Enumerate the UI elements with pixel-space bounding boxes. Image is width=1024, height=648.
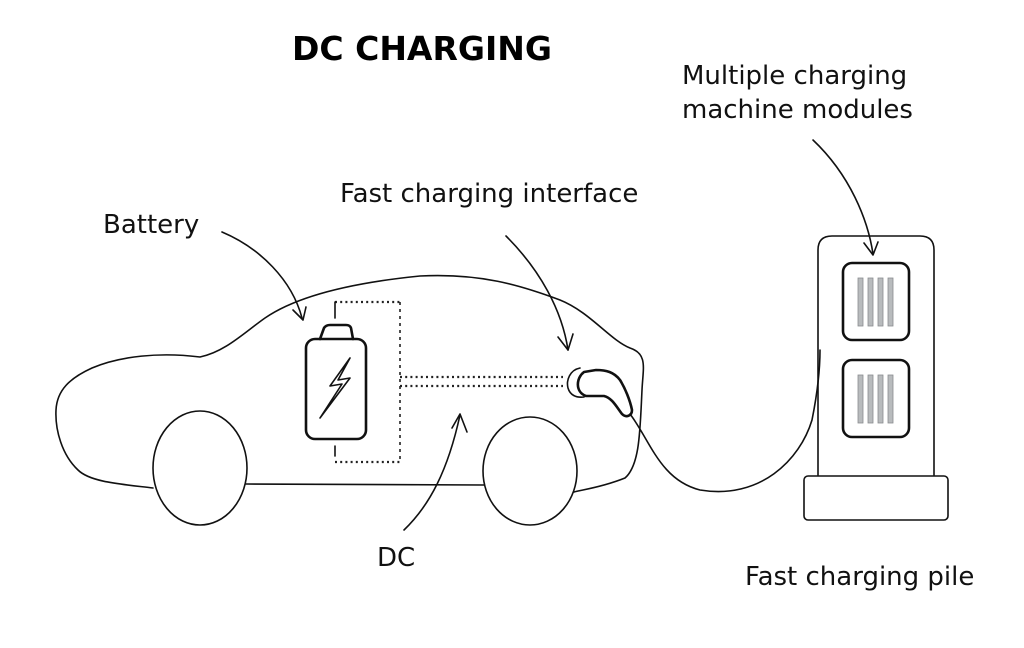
dc-arrow [403, 413, 468, 531]
car-outline-icon [55, 274, 645, 526]
modules-arrow [812, 139, 879, 256]
charging-plug-icon [566, 367, 634, 418]
battery-body [304, 337, 368, 441]
arrow-line [505, 235, 569, 351]
arrow-line [403, 414, 461, 531]
charging-module-2 [841, 358, 911, 439]
module-bar [887, 374, 894, 424]
arrow-line [221, 231, 303, 319]
arrow-head-icon [863, 241, 879, 256]
plug-head [576, 368, 634, 418]
charging-module-1 [841, 261, 911, 342]
arrow-head-icon [557, 333, 574, 351]
module-bar [867, 277, 874, 327]
module-bar [877, 277, 884, 327]
dc-label: DC [377, 543, 415, 573]
module-bar [877, 374, 884, 424]
module-frame [841, 261, 911, 342]
dc-wiring [334, 300, 563, 464]
battery-label: Battery [103, 210, 199, 240]
car-body [55, 274, 645, 493]
diagram-title: DC CHARGING [292, 29, 552, 68]
pile-base [803, 475, 949, 521]
charging-station-icon [803, 235, 949, 521]
rear-wheel [152, 410, 248, 526]
module-bar [867, 374, 874, 424]
battery-terminal [318, 323, 355, 341]
front-wheel [482, 416, 578, 526]
charging-cable [629, 349, 821, 493]
module-bar [857, 374, 864, 424]
arrow-head-icon [292, 306, 307, 321]
fast-charging-interface-label: Fast charging interface [340, 179, 638, 209]
battery-with-lightning-icon [304, 323, 368, 441]
module-bar [887, 277, 894, 327]
modules-label-line1: Multiple charging [682, 61, 907, 91]
module-frame [841, 358, 911, 439]
pile-body [817, 235, 935, 476]
modules-label-line2: machine modules [682, 95, 913, 125]
arrow-head-icon [451, 413, 468, 433]
module-bar [857, 277, 864, 327]
battery-arrow [221, 231, 307, 321]
charging-port [566, 367, 585, 398]
arrow-line [812, 139, 874, 255]
lightning-icon [319, 357, 351, 419]
interface-arrow [505, 235, 574, 351]
car-underside [245, 483, 485, 486]
fast-charging-pile-label: Fast charging pile [745, 562, 974, 592]
